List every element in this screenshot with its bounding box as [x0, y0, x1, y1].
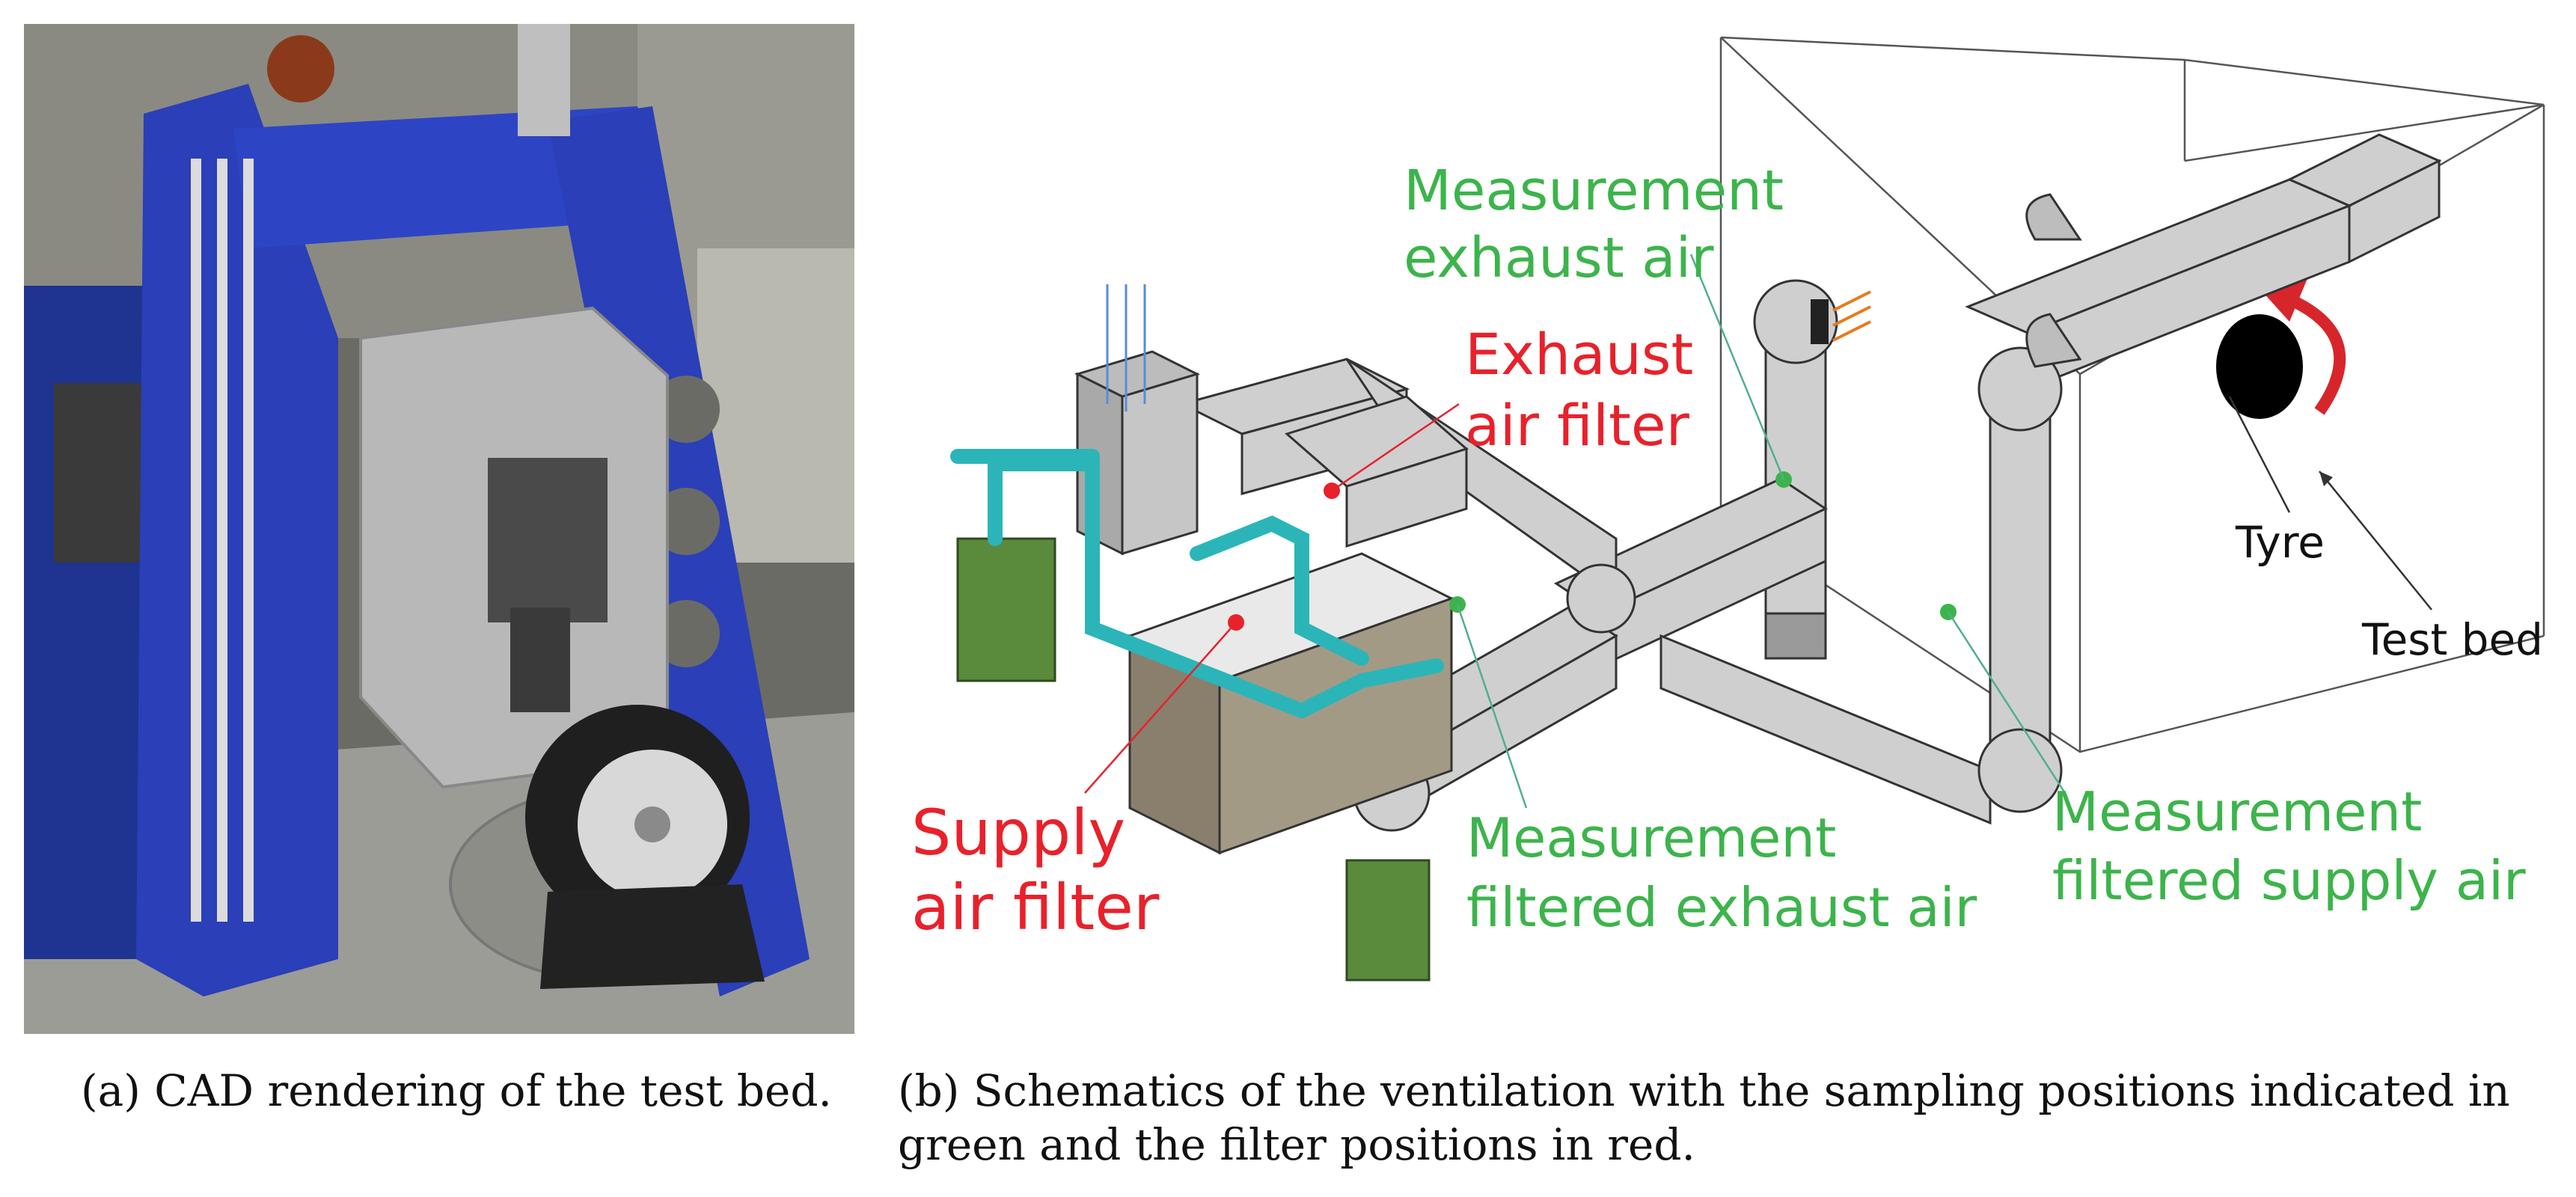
label-measurement-exhaust-1: Measurement: [1404, 159, 1784, 223]
label-supply-filter-2: air filter: [911, 871, 1160, 944]
ventilation-schematic-drawing: Measurement exhaust air Exhaust air filt…: [911, 36, 2545, 982]
label-supply-filter-1: Supply: [911, 796, 1125, 869]
label-meas-filtered-supply-1: Measurement: [2052, 780, 2422, 843]
tyre-shape: [2216, 314, 2303, 419]
label-exhaust-filter-2: air filter: [1465, 392, 1690, 459]
label-tyre: Tyre: [2235, 517, 2325, 568]
test-bed-photo-drawing: [24, 24, 854, 1034]
ventilation-schematic: Measurement exhaust air Exhaust air filt…: [883, 15, 2576, 1047]
caption-panel-b: (b) Schematics of the ventilation with t…: [898, 1065, 2510, 1170]
label-meas-filtered-exhaust-1: Measurement: [1466, 806, 1836, 869]
caption-panel-a: (a) CAD rendering of the test bed.: [81, 1065, 832, 1116]
test-bed-photo: [24, 24, 854, 1034]
label-meas-filtered-exhaust-2: filtered exhaust air: [1466, 876, 1977, 939]
label-measurement-exhaust-2: exhaust air: [1404, 226, 1714, 290]
label-meas-filtered-supply-2: filtered supply air: [2052, 849, 2526, 912]
label-exhaust-filter-1: Exhaust: [1465, 321, 1693, 388]
green-unit-bottom: [1345, 859, 1431, 982]
green-unit-left: [956, 537, 1056, 682]
label-test-bed: Test bed: [2361, 614, 2543, 665]
rotation-arrow: [2286, 293, 2346, 415]
